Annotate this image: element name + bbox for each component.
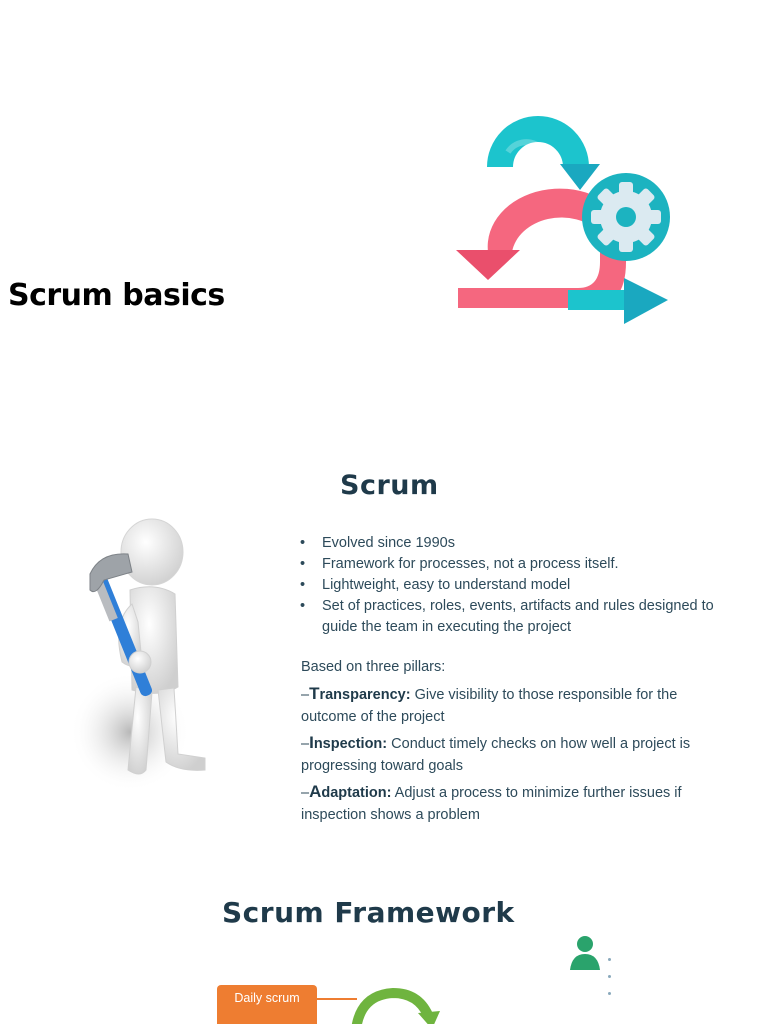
pillar-adaptation: –Adaptation: Adjust a process to minimiz… — [301, 781, 726, 826]
bullet-item: Set of practices, roles, events, artifac… — [300, 596, 730, 638]
pillar-description: Adjust a process to minimize further iss… — [301, 785, 682, 823]
dotted-connector — [608, 958, 614, 1002]
pillar-prefix: – — [301, 687, 310, 703]
connector-line — [317, 998, 357, 1000]
pillar-term-initial: I — [309, 733, 314, 752]
stick-figure-with-hammer-icon — [70, 518, 206, 792]
scrum-cycle-gear-icon — [456, 116, 670, 324]
daily-scrum-box: Daily scrum — [217, 985, 317, 1024]
pillars-section: Based on three pillars: –Transparency: G… — [301, 657, 726, 830]
slide-title: Scrum — [340, 470, 439, 501]
pillar-term: Inspection: — [309, 733, 388, 752]
scrum-bullet-list: Evolved since 1990s Framework for proces… — [300, 533, 730, 638]
pillar-term-rest: daptation: — [321, 785, 392, 801]
bullet-item: Lightweight, easy to understand model — [300, 575, 730, 596]
pillar-transparency: –Transparency: Give visibility to those … — [301, 683, 726, 728]
pillar-inspection: –Inspection: Conduct timely checks on ho… — [301, 732, 726, 777]
slide-scrum-basics: Scrum basics — [0, 0, 768, 420]
bullet-item: Framework for processes, not a process i… — [300, 554, 730, 575]
slide-scrum: Scrum Evolved since 1990s Framework for … — [0, 430, 768, 850]
pillar-term-initial: T — [309, 684, 320, 703]
pillar-prefix: – — [301, 736, 310, 752]
slide-scrum-framework: Scrum Framework Daily scrum — [0, 860, 768, 1024]
cycle-arrow-icon — [351, 987, 440, 1024]
page-title: Scrum basics — [8, 278, 225, 313]
pillar-term-rest: nspection: — [313, 736, 388, 752]
pillar-description: Give visibility to those responsible for… — [301, 687, 678, 725]
pillar-description: Conduct timely checks on how well a proj… — [301, 736, 691, 774]
pillar-term-rest: ransparency: — [319, 687, 411, 703]
person-icon — [570, 936, 600, 970]
pillars-intro: Based on three pillars: — [301, 659, 446, 675]
pillar-term: Adaptation: — [309, 782, 392, 801]
bullet-item: Evolved since 1990s — [300, 533, 730, 554]
slide-title: Scrum Framework — [222, 896, 515, 929]
pillar-prefix: – — [301, 785, 310, 801]
pillar-term-initial: A — [309, 782, 322, 801]
pillar-term: Transparency: — [309, 684, 411, 703]
